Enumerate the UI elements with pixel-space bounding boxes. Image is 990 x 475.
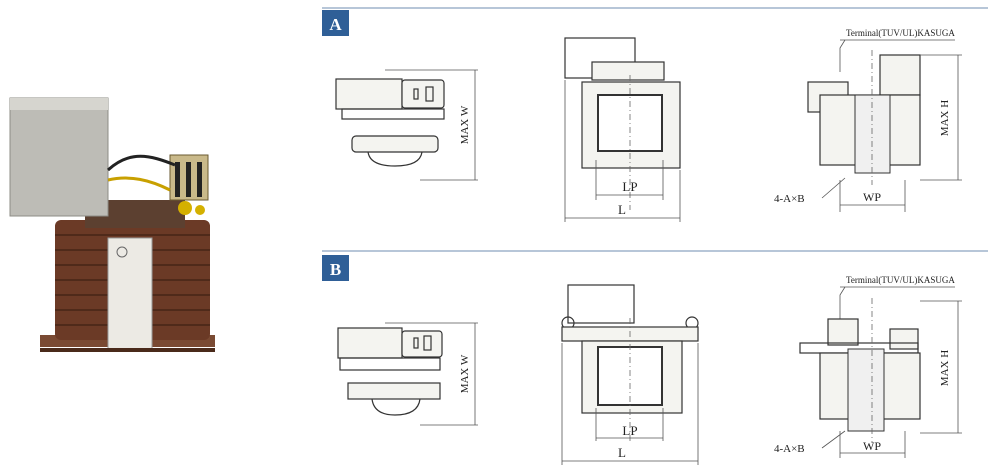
side-view: MAX W (335, 69, 478, 181)
lp-label: LP (622, 179, 637, 194)
mount-label: 4-A×B (774, 193, 805, 205)
terminal-box (9, 97, 109, 217)
max-w-label: MAX W (459, 105, 471, 144)
front-view: LP L (564, 37, 681, 222)
section-label-box (322, 10, 349, 36)
max-h-label: MAX H (939, 100, 951, 136)
max-w-label: MAX W (459, 354, 471, 393)
transformer-photo (9, 97, 215, 352)
section-label: A (329, 15, 342, 34)
section-label-box (322, 255, 349, 281)
panel-a: A MAX W LP L Term (300, 0, 990, 245)
lp-label: LP (622, 423, 637, 438)
section-label: B (330, 260, 341, 279)
l-label: L (618, 202, 626, 217)
wp-label: WP (863, 190, 881, 204)
terminal-label: Terminal(TUV/UL)KASUGA (846, 275, 955, 285)
front-view: LP L (561, 284, 699, 465)
nameplate (107, 237, 153, 351)
end-view: Terminal(TUV/UL)KASUGA MAX H WP 4-A×B (774, 275, 962, 458)
mount-label: 4-A×B (774, 443, 805, 455)
wp-label: WP (863, 439, 881, 453)
side-view: MAX W (337, 322, 478, 426)
terminal-label: Terminal(TUV/UL)KASUGA (846, 28, 955, 38)
max-h-label: MAX H (939, 350, 951, 386)
end-view: Terminal(TUV/UL)KASUGA MAX H WP 4-A×B (774, 28, 962, 212)
l-label: L (618, 445, 626, 460)
panel-b: B MAX W LP L Terminal(TUV (300, 243, 990, 475)
